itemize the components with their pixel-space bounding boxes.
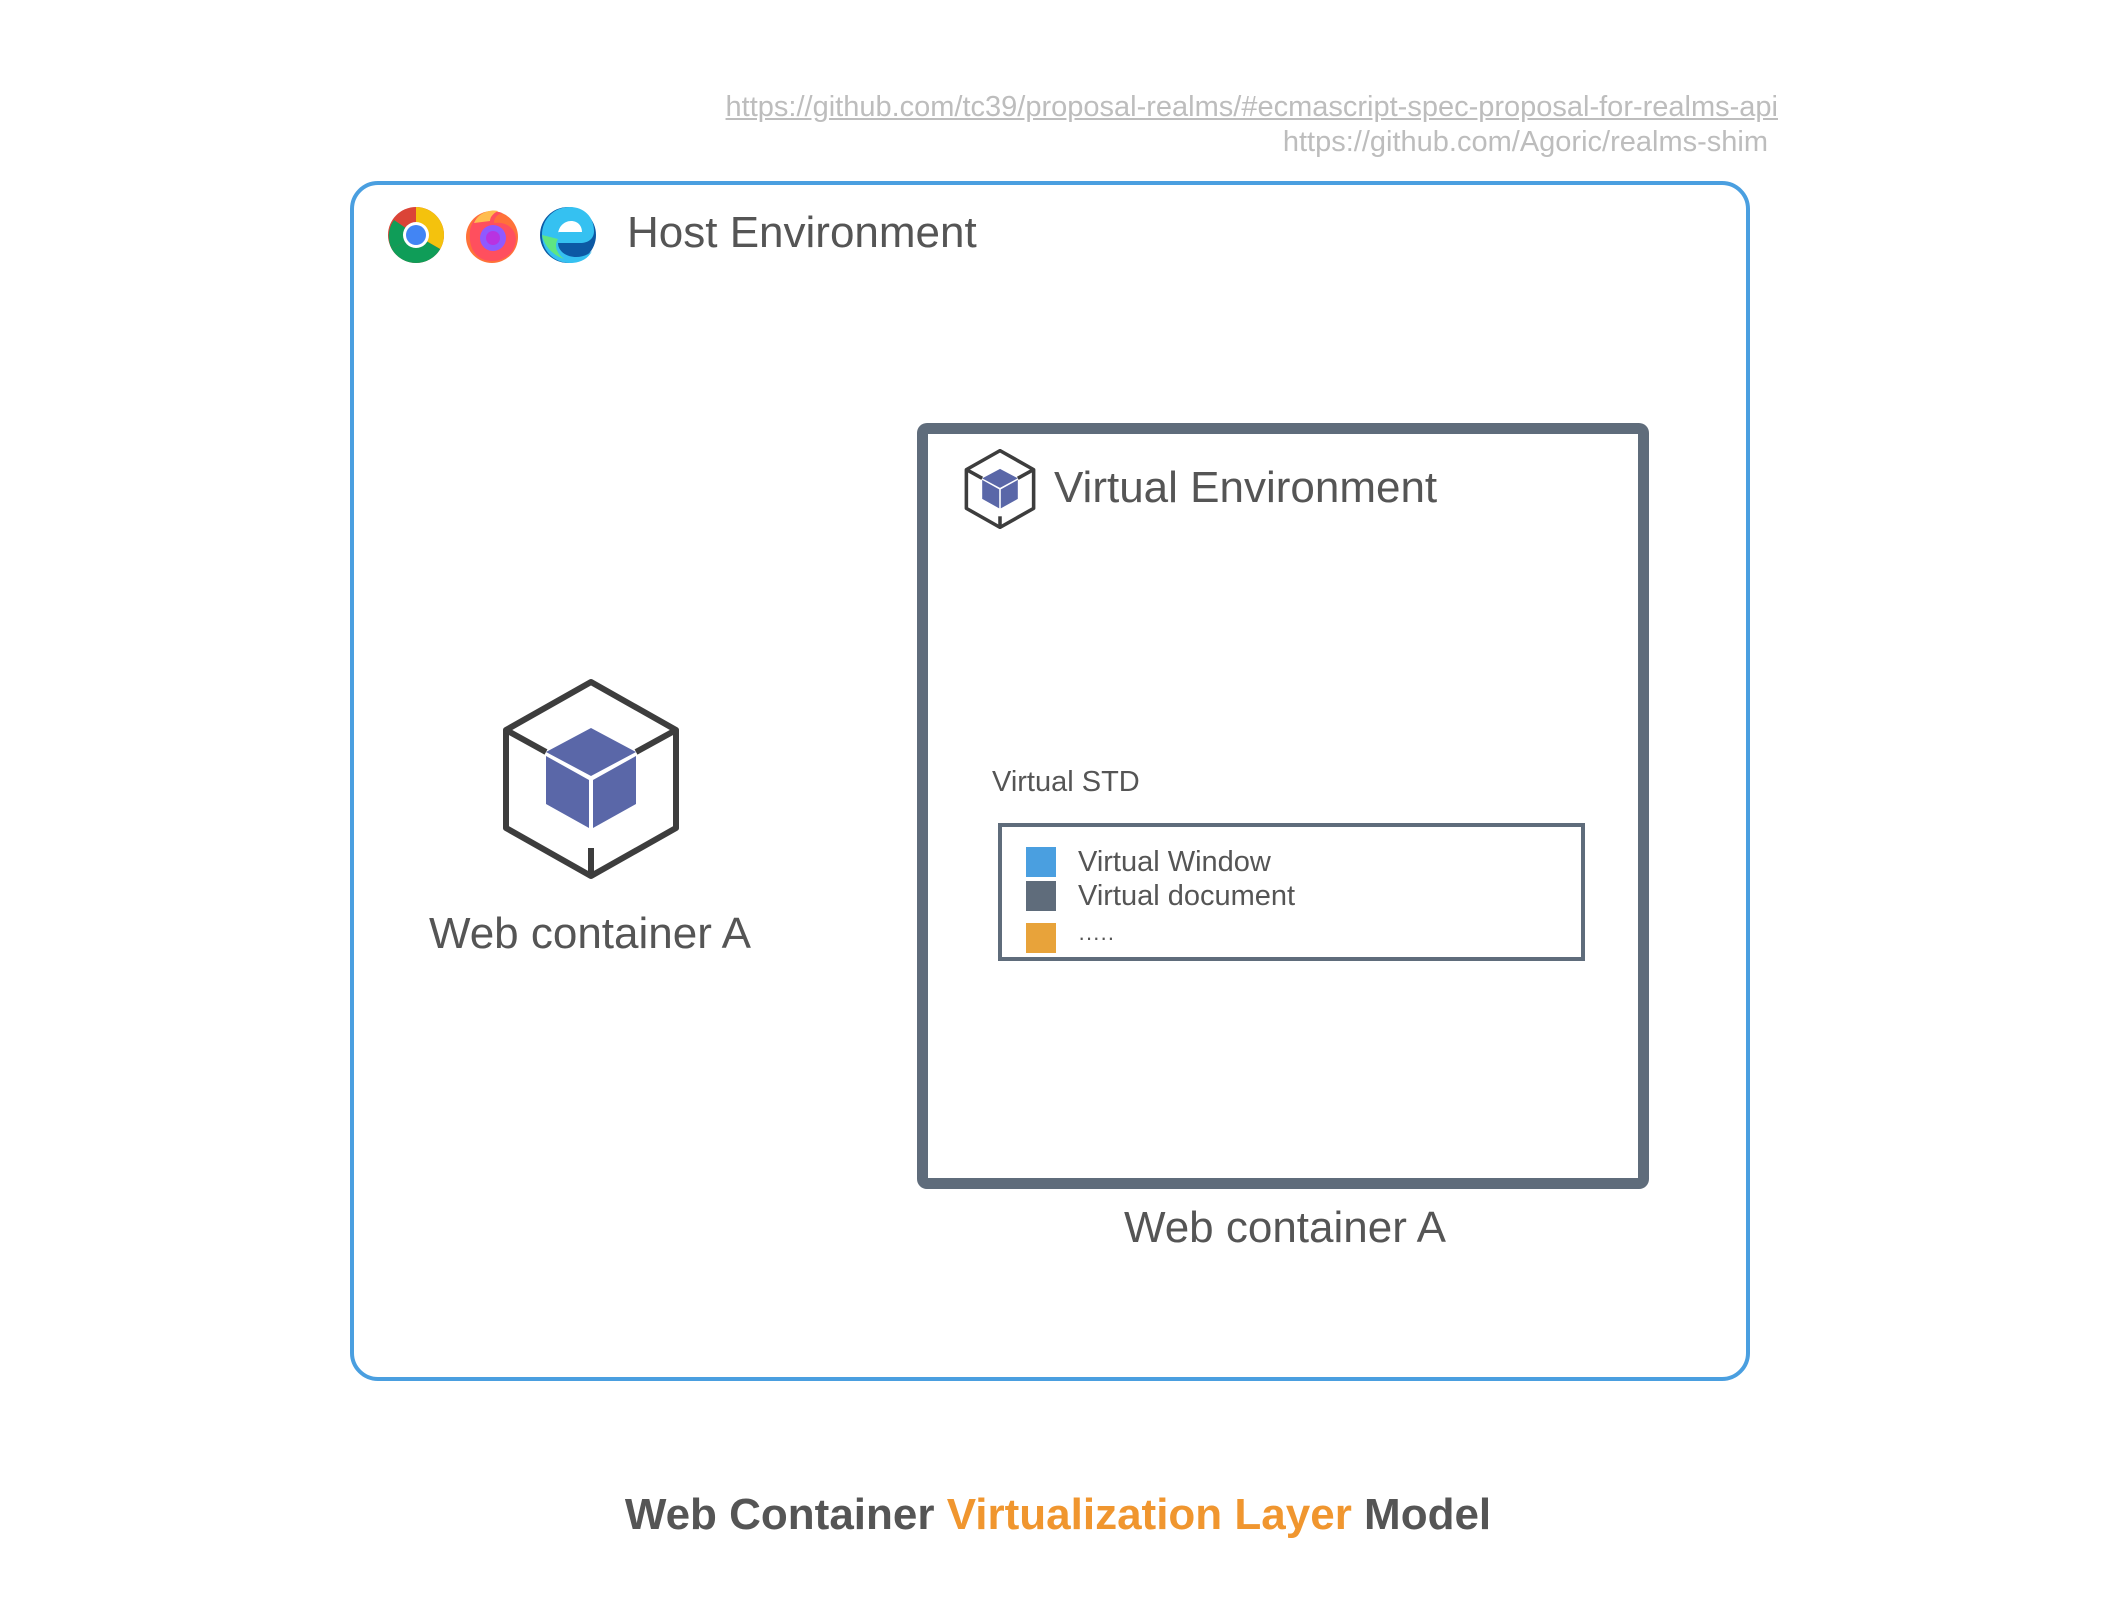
caption-part-3: Model <box>1351 1490 1492 1539</box>
std-item-label: ····· <box>1078 925 1115 950</box>
std-item-virtual-document: Virtual document <box>1026 880 1295 912</box>
caption-accent: Virtualization Layer <box>946 1490 1352 1539</box>
swatch-blue <box>1026 847 1056 877</box>
diagram-caption: Web Container Virtualization Layer Model <box>0 1487 2116 1543</box>
virtual-std-box <box>998 823 1585 961</box>
cube-icon <box>964 449 1036 529</box>
realms-proposal-link[interactable]: https://github.com/tc39/proposal-realms/… <box>725 91 1778 123</box>
host-environment-title: Host Environment <box>627 208 977 257</box>
web-container-left-label: Web container A <box>428 909 752 958</box>
host-environment-box <box>350 181 1750 1381</box>
web-container-right-label: Web container A <box>1123 1203 1447 1252</box>
realms-shim-link[interactable]: https://github.com/Agoric/realms-shim <box>1282 126 1768 158</box>
std-item-virtual-window: Virtual Window <box>1026 846 1271 878</box>
std-item-label: Virtual Window <box>1078 846 1271 878</box>
chrome-icon <box>388 207 445 264</box>
virtual-environment-title: Virtual Environment <box>1054 463 1438 512</box>
firefox-icon <box>466 210 518 263</box>
reference-links: https://github.com/tc39/proposal-realms/… <box>726 90 1778 160</box>
browser-icons <box>386 203 598 267</box>
std-item-more: ····· <box>1026 922 1115 954</box>
virtual-environment-box <box>917 423 1649 1189</box>
std-item-label: Virtual document <box>1078 880 1296 912</box>
swatch-orange <box>1026 923 1056 953</box>
swatch-gray <box>1026 881 1056 911</box>
edge-icon <box>540 207 596 263</box>
virtual-std-label: Virtual STD <box>992 766 1140 798</box>
cube-icon <box>503 679 679 879</box>
caption-part-1: Web Container <box>624 1490 947 1539</box>
